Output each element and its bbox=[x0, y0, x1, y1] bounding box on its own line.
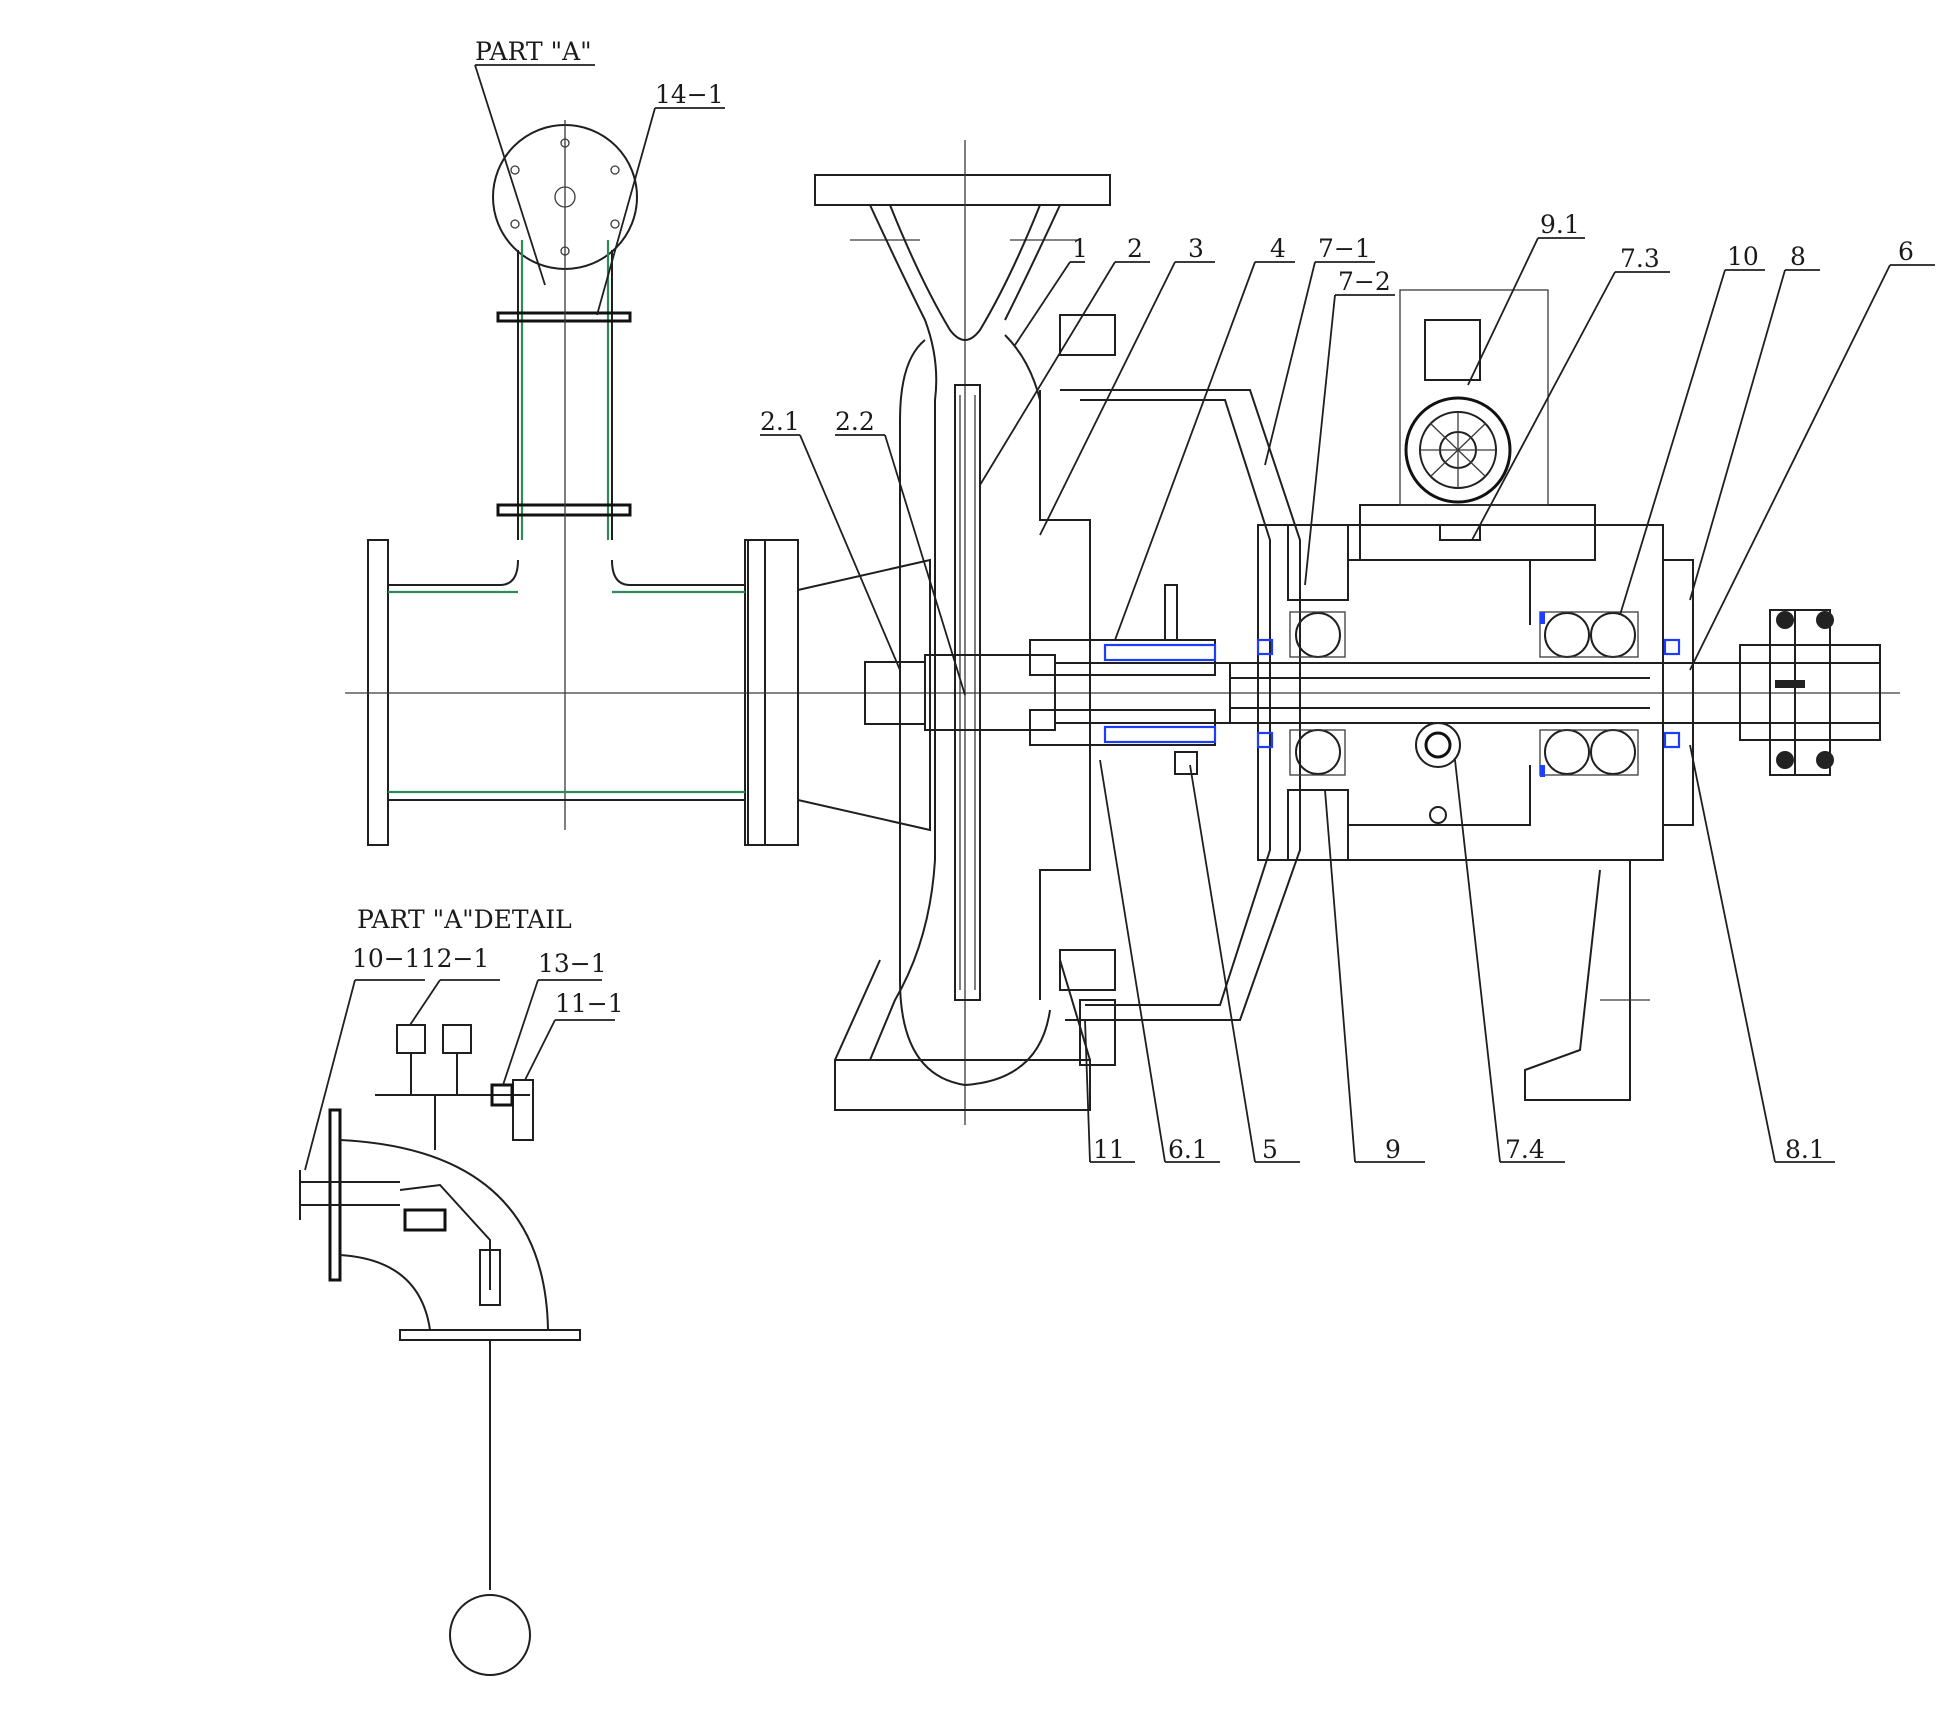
callout-13-1: 13−1 bbox=[538, 949, 607, 978]
callout-2-1: 2.1 bbox=[760, 407, 800, 436]
callout-1: 1 bbox=[1072, 234, 1088, 263]
callout-9-1: 9.1 bbox=[1540, 210, 1580, 239]
callout-11: 11 bbox=[1093, 1135, 1125, 1164]
part-a-title: PART "A" bbox=[475, 37, 592, 66]
callout-5: 5 bbox=[1262, 1135, 1278, 1164]
callout-8: 8 bbox=[1790, 242, 1806, 271]
callout-6-1: 6.1 bbox=[1168, 1135, 1208, 1164]
callout-9: 9 bbox=[1385, 1135, 1401, 1164]
callout-3: 3 bbox=[1188, 234, 1204, 263]
coupling bbox=[1739, 609, 1881, 776]
callout-4: 4 bbox=[1270, 234, 1286, 263]
leader-lines bbox=[304, 64, 1935, 1171]
part-a-detail-title: PART "A"DETAIL bbox=[357, 905, 572, 934]
callout-7-2: 7−2 bbox=[1338, 267, 1391, 296]
part-a-pipe-assembly bbox=[367, 120, 766, 846]
bearing-housing bbox=[1256, 504, 1694, 1101]
callout-7-1: 7−1 bbox=[1318, 234, 1371, 263]
callout-10-1-12-1: 10−112−1 bbox=[352, 944, 489, 973]
callout-10: 10 bbox=[1727, 242, 1759, 271]
callout-7-3: 7.3 bbox=[1620, 244, 1660, 273]
pump-shaft bbox=[1055, 662, 1880, 724]
pump-casing bbox=[747, 140, 1301, 1125]
part-a-detail-drawing bbox=[299, 1024, 581, 1676]
callout-2-2: 2.2 bbox=[835, 407, 875, 436]
callout-2: 2 bbox=[1127, 234, 1143, 263]
callout-8-1: 8.1 bbox=[1785, 1135, 1825, 1164]
callout-6: 6 bbox=[1898, 237, 1914, 266]
oil-pump-motor bbox=[1399, 289, 1549, 541]
callout-7-4: 7.4 bbox=[1505, 1135, 1545, 1164]
callout-14-1: 14−1 bbox=[655, 80, 724, 109]
callout-11-1: 11−1 bbox=[555, 989, 624, 1018]
